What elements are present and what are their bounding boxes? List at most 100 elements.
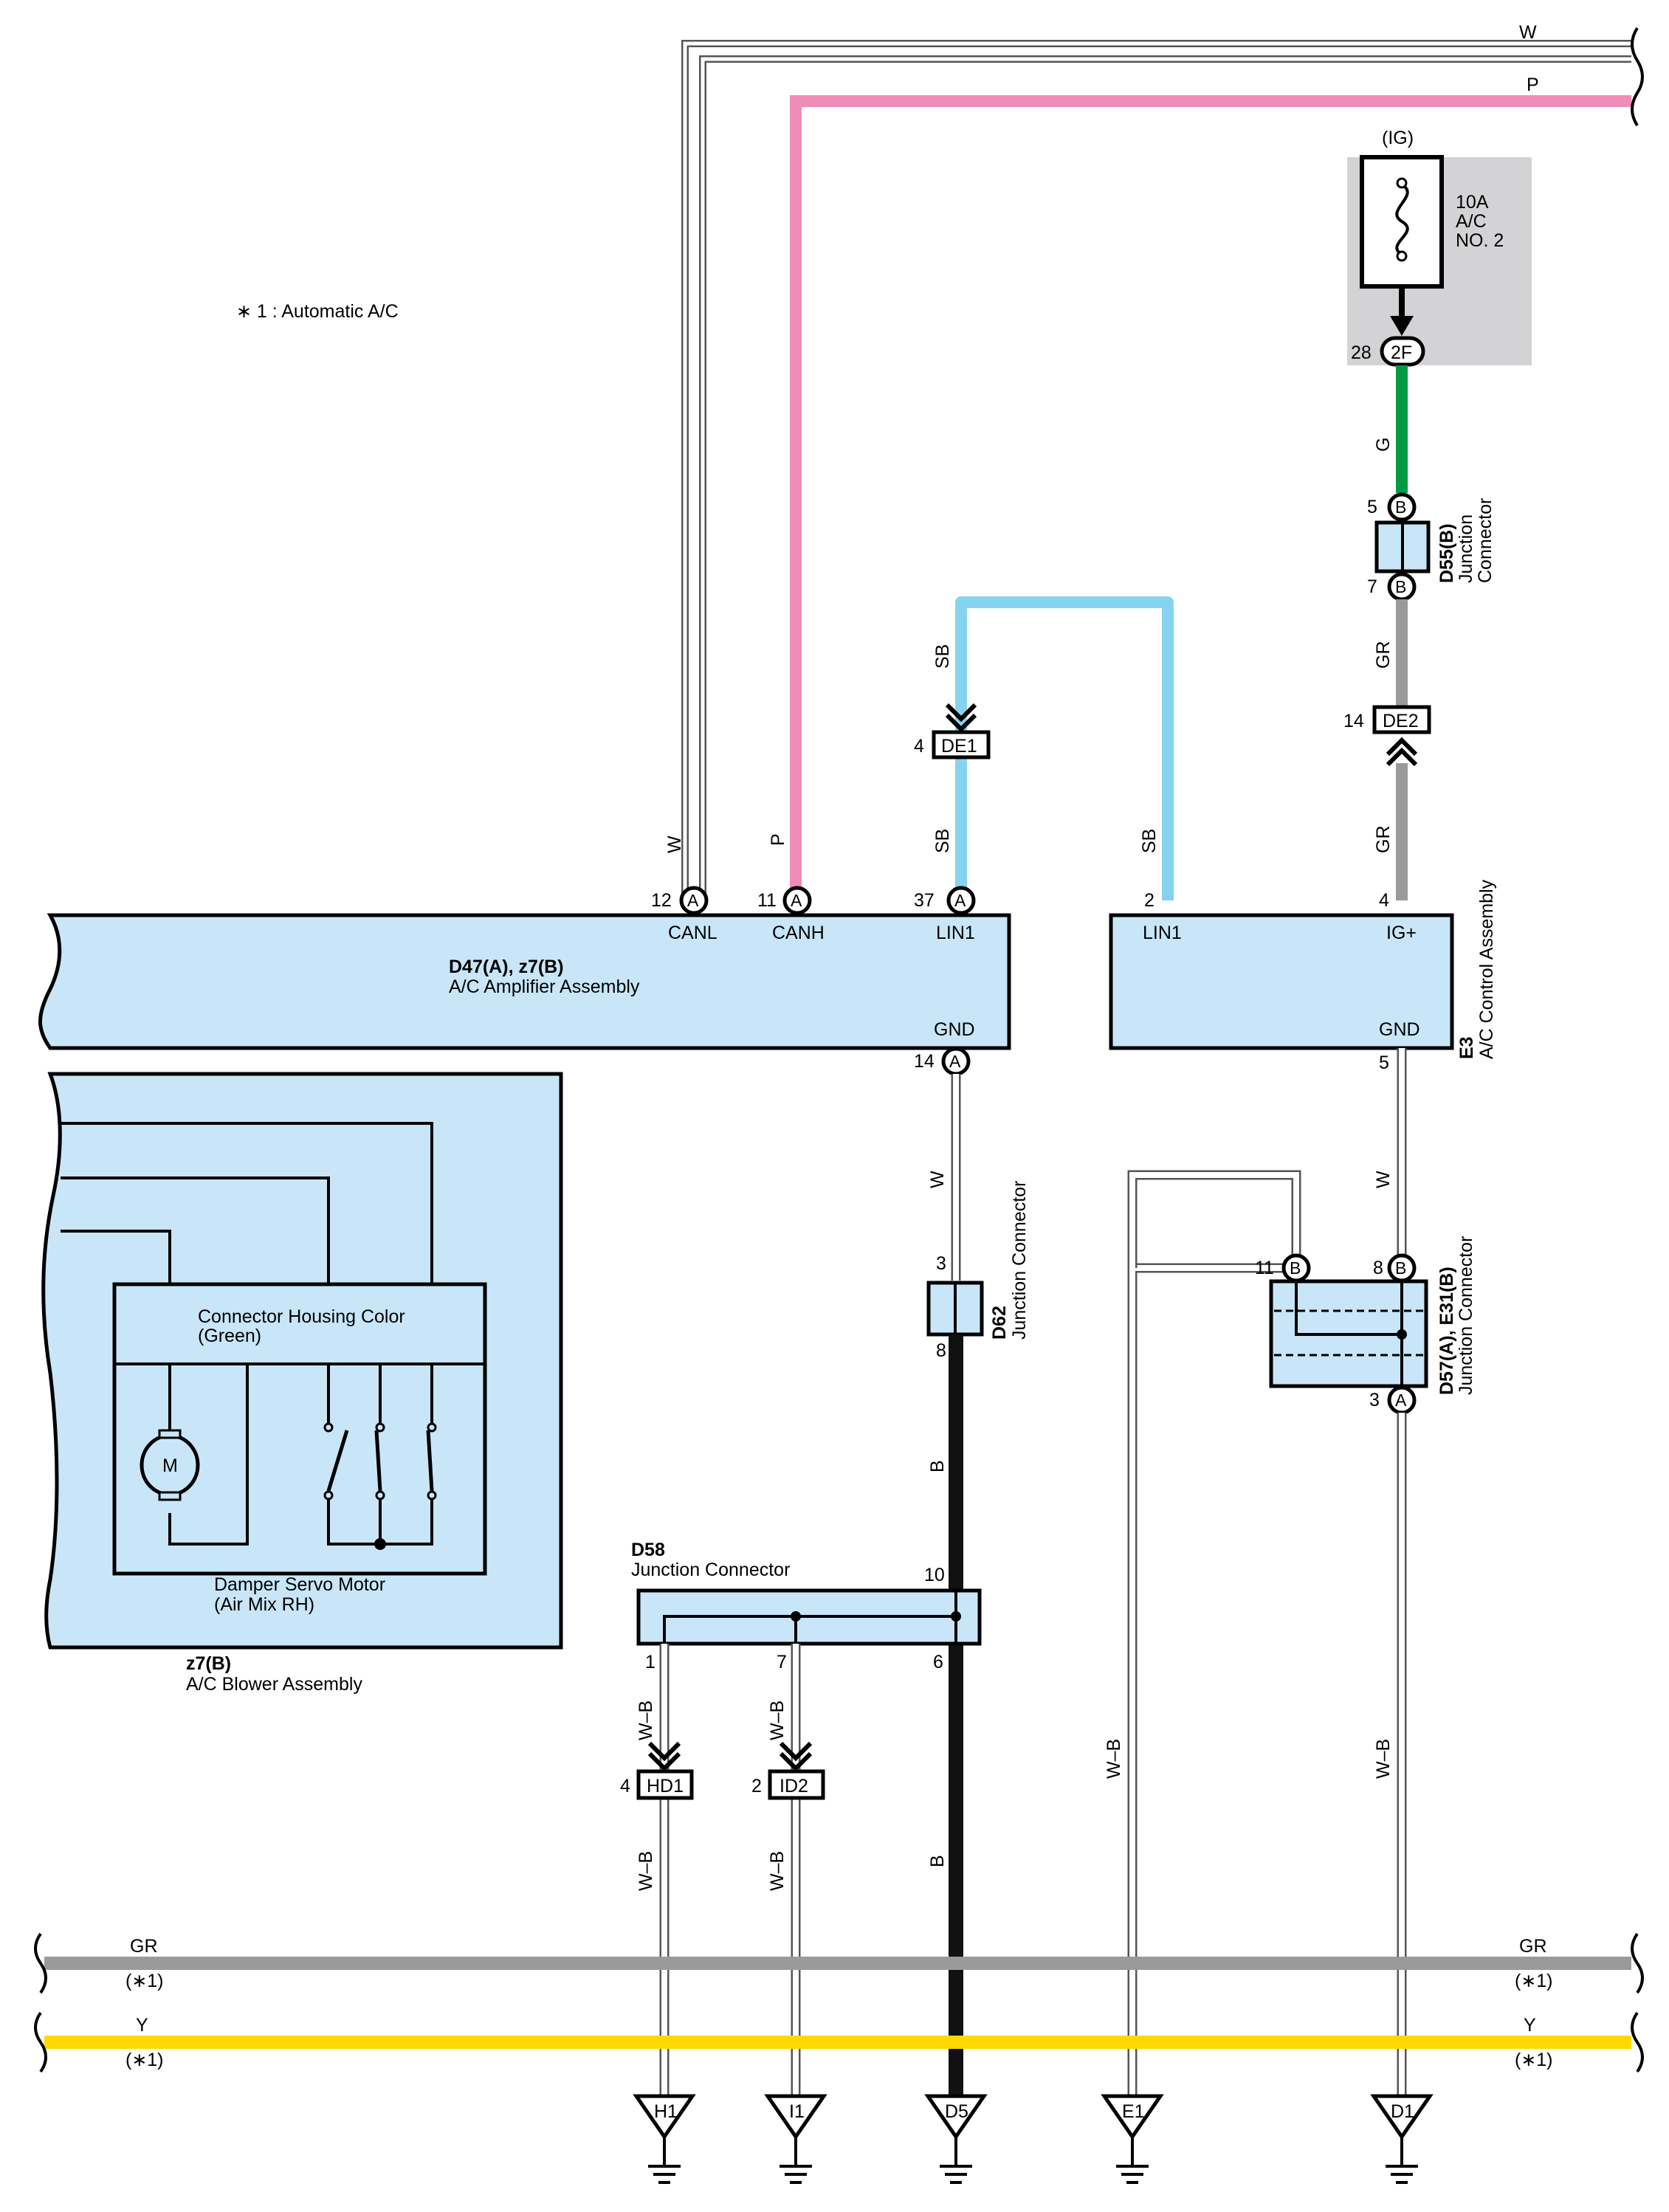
ground-i1: I1 [764,2094,827,2184]
wire-sb [955,596,1174,900]
de1-pin: 4 [914,736,924,757]
blower-wire-3 [61,1230,171,1284]
d58-pin-7: 7 [777,1652,787,1672]
fuse-pin: 28 [1351,342,1372,363]
d55-name: D55(B) [1436,523,1457,583]
amp-pin-lin1-conn: A [954,891,966,910]
ctrl-lin-pin: 2 [1144,890,1154,911]
motor-wire [168,1364,249,1546]
ctrl-gnd-label: GND [1379,1019,1420,1040]
amp-pin-gnd-num: 14 [914,1051,935,1072]
blower-wire-1 [61,1122,433,1284]
de2-connector [1372,705,1431,734]
d55-conn-top: B [1395,497,1406,517]
wire-w-gnd-amp-label: W [927,1171,948,1188]
id2-label: ID2 [780,1776,808,1796]
ctrl-lin-label: LIN1 [1143,923,1182,943]
motor-cap-bottom [158,1491,182,1501]
amp-pin-canl-num: 12 [651,890,672,911]
fuse-connector-label: 2F [1391,342,1412,363]
d58-pin-6: 6 [933,1652,943,1672]
ground-e1-label: E1 [1122,2101,1145,2122]
servo-label-1: Damper Servo Motor [214,1574,385,1595]
housing-color-label-2: (Green) [198,1326,261,1346]
wire-wb-id2-upper-label: W–B [767,1701,788,1740]
wire-break-squiggle [1631,1932,1644,1994]
de2-pin: 14 [1343,711,1364,731]
wire-break-squiggle [1631,2011,1644,2073]
d58-pin-10: 10 [924,1565,945,1585]
wire-sb-left-lower-label: SB [932,829,953,853]
d58-splice-1 [791,1611,801,1622]
d62-desc: Junction Connector [1009,1181,1030,1340]
d57-name: D57(A), E31(B) [1436,1267,1457,1395]
amp-gnd-label: GND [934,1019,975,1040]
double-chevron-up-icon [1386,737,1418,767]
ground-d1-label: D1 [1391,2101,1414,2122]
d57-a3-conn: A [1395,1391,1407,1410]
wire-break-squiggle [34,1932,47,1994]
bus-gr-note-left: (∗1) [125,1971,164,1991]
d58-pin-1: 1 [645,1652,655,1672]
d57-desc: Junction Connector [1456,1236,1476,1395]
double-chevron-down-icon [647,1741,681,1772]
bus-gr-note-right: (∗1) [1515,1971,1553,1991]
ctrl-name: E3 [1456,1036,1477,1059]
ground-h1: H1 [633,2094,696,2184]
ground-d1: D1 [1370,2094,1434,2184]
ctrl-ig-pin: 4 [1379,890,1389,911]
wire-wb-hd1-lower-label: W–B [636,1851,656,1891]
top-p-label: P [1527,75,1539,95]
amp-pin-canh-conn: A [791,891,802,910]
fuse-name-1: A/C [1456,211,1487,232]
fuse-rating: 10A [1456,192,1489,213]
wire-b-lower-label: B [927,1855,948,1867]
ground-d5: D5 [924,2094,988,2184]
fuse-terminal-icon [1396,250,1408,262]
ground-e1: E1 [1101,2094,1164,2184]
d57-b8-conn: B [1395,1258,1406,1278]
wire-g-label: G [1373,438,1394,452]
wire-wb-loop-top [1127,1170,1301,1268]
de1-label: DE1 [941,736,977,757]
amp-pin-lin1 [946,886,976,915]
blower-name: z7(B) [186,1653,231,1674]
wire-b-upper-label: B [927,1460,948,1472]
bus-gr-label-right: GR [1519,1936,1547,1957]
d57-b11-conn: B [1290,1258,1301,1278]
motor-symbol: M [162,1455,178,1476]
ground-d5-label: D5 [945,2101,968,2122]
servo-label-2: (Air Mix RH) [214,1594,314,1615]
amp-pin-canl-label: CANL [668,923,718,943]
amp-desc: A/C Amplifier Assembly [449,976,640,997]
double-chevron-down-icon [779,1741,813,1772]
wire-gr-upper-label: GR [1373,641,1394,669]
fuse-element-icon [1395,183,1409,256]
amp-pin-lin1-num: 37 [914,890,935,911]
bus-gr-label-left: GR [130,1936,158,1957]
d62-pin-top: 3 [936,1253,946,1274]
wire-p-canh-label: P [768,833,788,846]
wire-wb-d1-label: W–B [1373,1739,1394,1779]
bus-y-label-left: Y [136,2015,148,2036]
ig-label: (IG) [1382,128,1414,148]
servo-box [112,1282,487,1576]
d55-pin-bottom-num: 7 [1367,576,1377,597]
de2-label: DE2 [1383,711,1419,731]
amp-pin-lin1-label: LIN1 [936,923,975,943]
d57-a3-num: 3 [1369,1390,1380,1410]
fuse-connector-2f [1380,336,1425,367]
d58-desc: Junction Connector [631,1560,790,1580]
option-note: ∗ 1 : Automatic A/C [236,301,399,322]
id2-pin: 2 [751,1776,762,1796]
hd1-connector [636,1769,694,1800]
servo-switches-icon [323,1364,437,1550]
wire-w-gnd-ctrl-label: W [1373,1171,1394,1188]
motor-cap-top [158,1429,182,1439]
wire-wb-hd1-upper-label: W–B [636,1701,656,1740]
d57-splice [1397,1329,1407,1340]
de1-connector [932,730,991,759]
d57-b11-num: 11 [1255,1258,1274,1278]
ctrl-desc: A/C Control Assembly [1476,879,1497,1059]
